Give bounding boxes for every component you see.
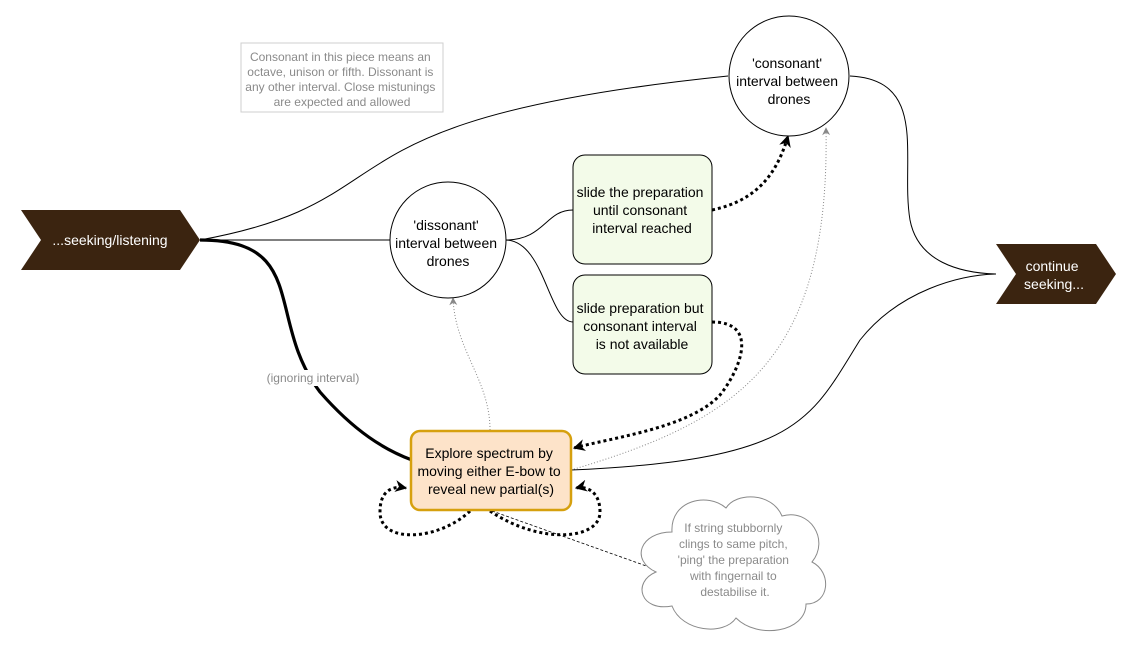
slide-unavailable-line-1: slide preparation but <box>577 300 704 316</box>
explore-node[interactable]: Explore spectrum by moving either E-bow … <box>409 429 573 512</box>
slide-reached-line-1: slide the preparation <box>577 184 704 200</box>
slide-reached-node[interactable]: slide the preparation until consonant in… <box>572 154 713 265</box>
edge-consonant-to-continue <box>849 75 997 275</box>
edge-explore-to-cloud <box>491 510 653 569</box>
svg-text:continue seeking...: continue seeking... <box>1024 258 1084 292</box>
cloud-line-2: clings to same pitch, <box>679 537 788 551</box>
cloud-line-3: 'ping' the preparation <box>678 553 789 567</box>
slide-reached-line-2: until consonant <box>593 202 687 218</box>
edge-explore-self-loop-left <box>378 480 472 537</box>
note-line-3: any other interval. Close mistunings <box>245 80 435 94</box>
svg-text:If string stubbornly cli: If string stubbornly clings to same pitc… <box>678 521 793 599</box>
cloud-line-4: with fingernail to <box>689 569 777 583</box>
svg-text:Consonant in this piece means: Consonant in this piece means an octave,… <box>245 50 438 109</box>
tip-cloud: If string stubbornly clings to same pitc… <box>640 496 827 632</box>
note-line-4: are expected and allowed <box>274 95 411 109</box>
consonant-line-3: drones <box>768 91 811 107</box>
edge-explore-to-continue <box>570 273 997 471</box>
dissonant-line-1: 'dissonant' <box>413 217 478 233</box>
note-line-1: Consonant in this piece means an <box>250 50 431 64</box>
explore-line-2: moving either E-bow to <box>417 463 560 479</box>
svg-text:Explore spectrum by movi: Explore spectrum by moving either E-bow … <box>417 445 564 497</box>
start-node[interactable]: ...seeking/listening <box>21 210 200 270</box>
edge-explore-to-consonant <box>570 127 831 471</box>
explore-line-3: reveal new partial(s) <box>428 481 554 497</box>
svg-text:'dissonant' interval bet: 'dissonant' interval between drones <box>395 217 501 269</box>
explore-line-1: Explore spectrum by <box>425 445 553 461</box>
slide-unavailable-node[interactable]: slide preparation but consonant interval… <box>572 274 713 375</box>
end-node-line-2: seeking... <box>1024 276 1084 292</box>
cloud-line-1: If string stubbornly <box>684 521 782 535</box>
dissonant-line-2: interval between <box>395 235 497 251</box>
note-line-2: octave, unison or fifth. Dissonant is <box>247 65 433 79</box>
edge-start-to-explore <box>199 238 413 462</box>
consonant-line-2: interval between <box>736 73 838 89</box>
consonant-line-1: 'consonant' <box>752 55 822 71</box>
svg-text:slide the preparation un: slide the preparation until consonant in… <box>577 184 708 236</box>
end-node[interactable]: continue seeking... <box>996 244 1116 304</box>
slide-reached-line-3: interval reached <box>592 220 692 236</box>
consonant-node[interactable]: 'consonant' interval between drones <box>728 15 850 137</box>
end-node-line-1: continue <box>1026 258 1079 274</box>
edge-slide-unavailable-to-explore <box>572 320 744 451</box>
edge-dissonant-to-slide-reached <box>504 209 574 241</box>
svg-text:'consonant' interval bet: 'consonant' interval between drones <box>736 55 842 107</box>
ignoring-interval-text: (ignoring interval) <box>267 371 360 385</box>
slide-unavailable-line-2: consonant interval <box>583 318 697 334</box>
dissonant-node[interactable]: 'dissonant' interval between drones <box>389 181 507 299</box>
ignoring-interval-label: (ignoring interval) <box>262 370 366 386</box>
dissonant-line-3: drones <box>427 253 470 269</box>
edge-explore-to-dissonant <box>449 297 491 431</box>
edge-dissonant-to-slide-unavailable <box>504 239 574 323</box>
definition-note: Consonant in this piece means an octave,… <box>240 42 444 113</box>
svg-text:slide preparation but co: slide preparation but consonant interval… <box>577 300 708 352</box>
edge-start-to-consonant <box>199 75 729 241</box>
edge-slide-reached-to-consonant <box>711 134 791 212</box>
start-node-label: ...seeking/listening <box>52 232 167 248</box>
edge-explore-self-loop-right <box>489 479 602 537</box>
cloud-line-5: destabilise it. <box>700 585 769 599</box>
slide-unavailable-line-3: is not available <box>596 336 689 352</box>
